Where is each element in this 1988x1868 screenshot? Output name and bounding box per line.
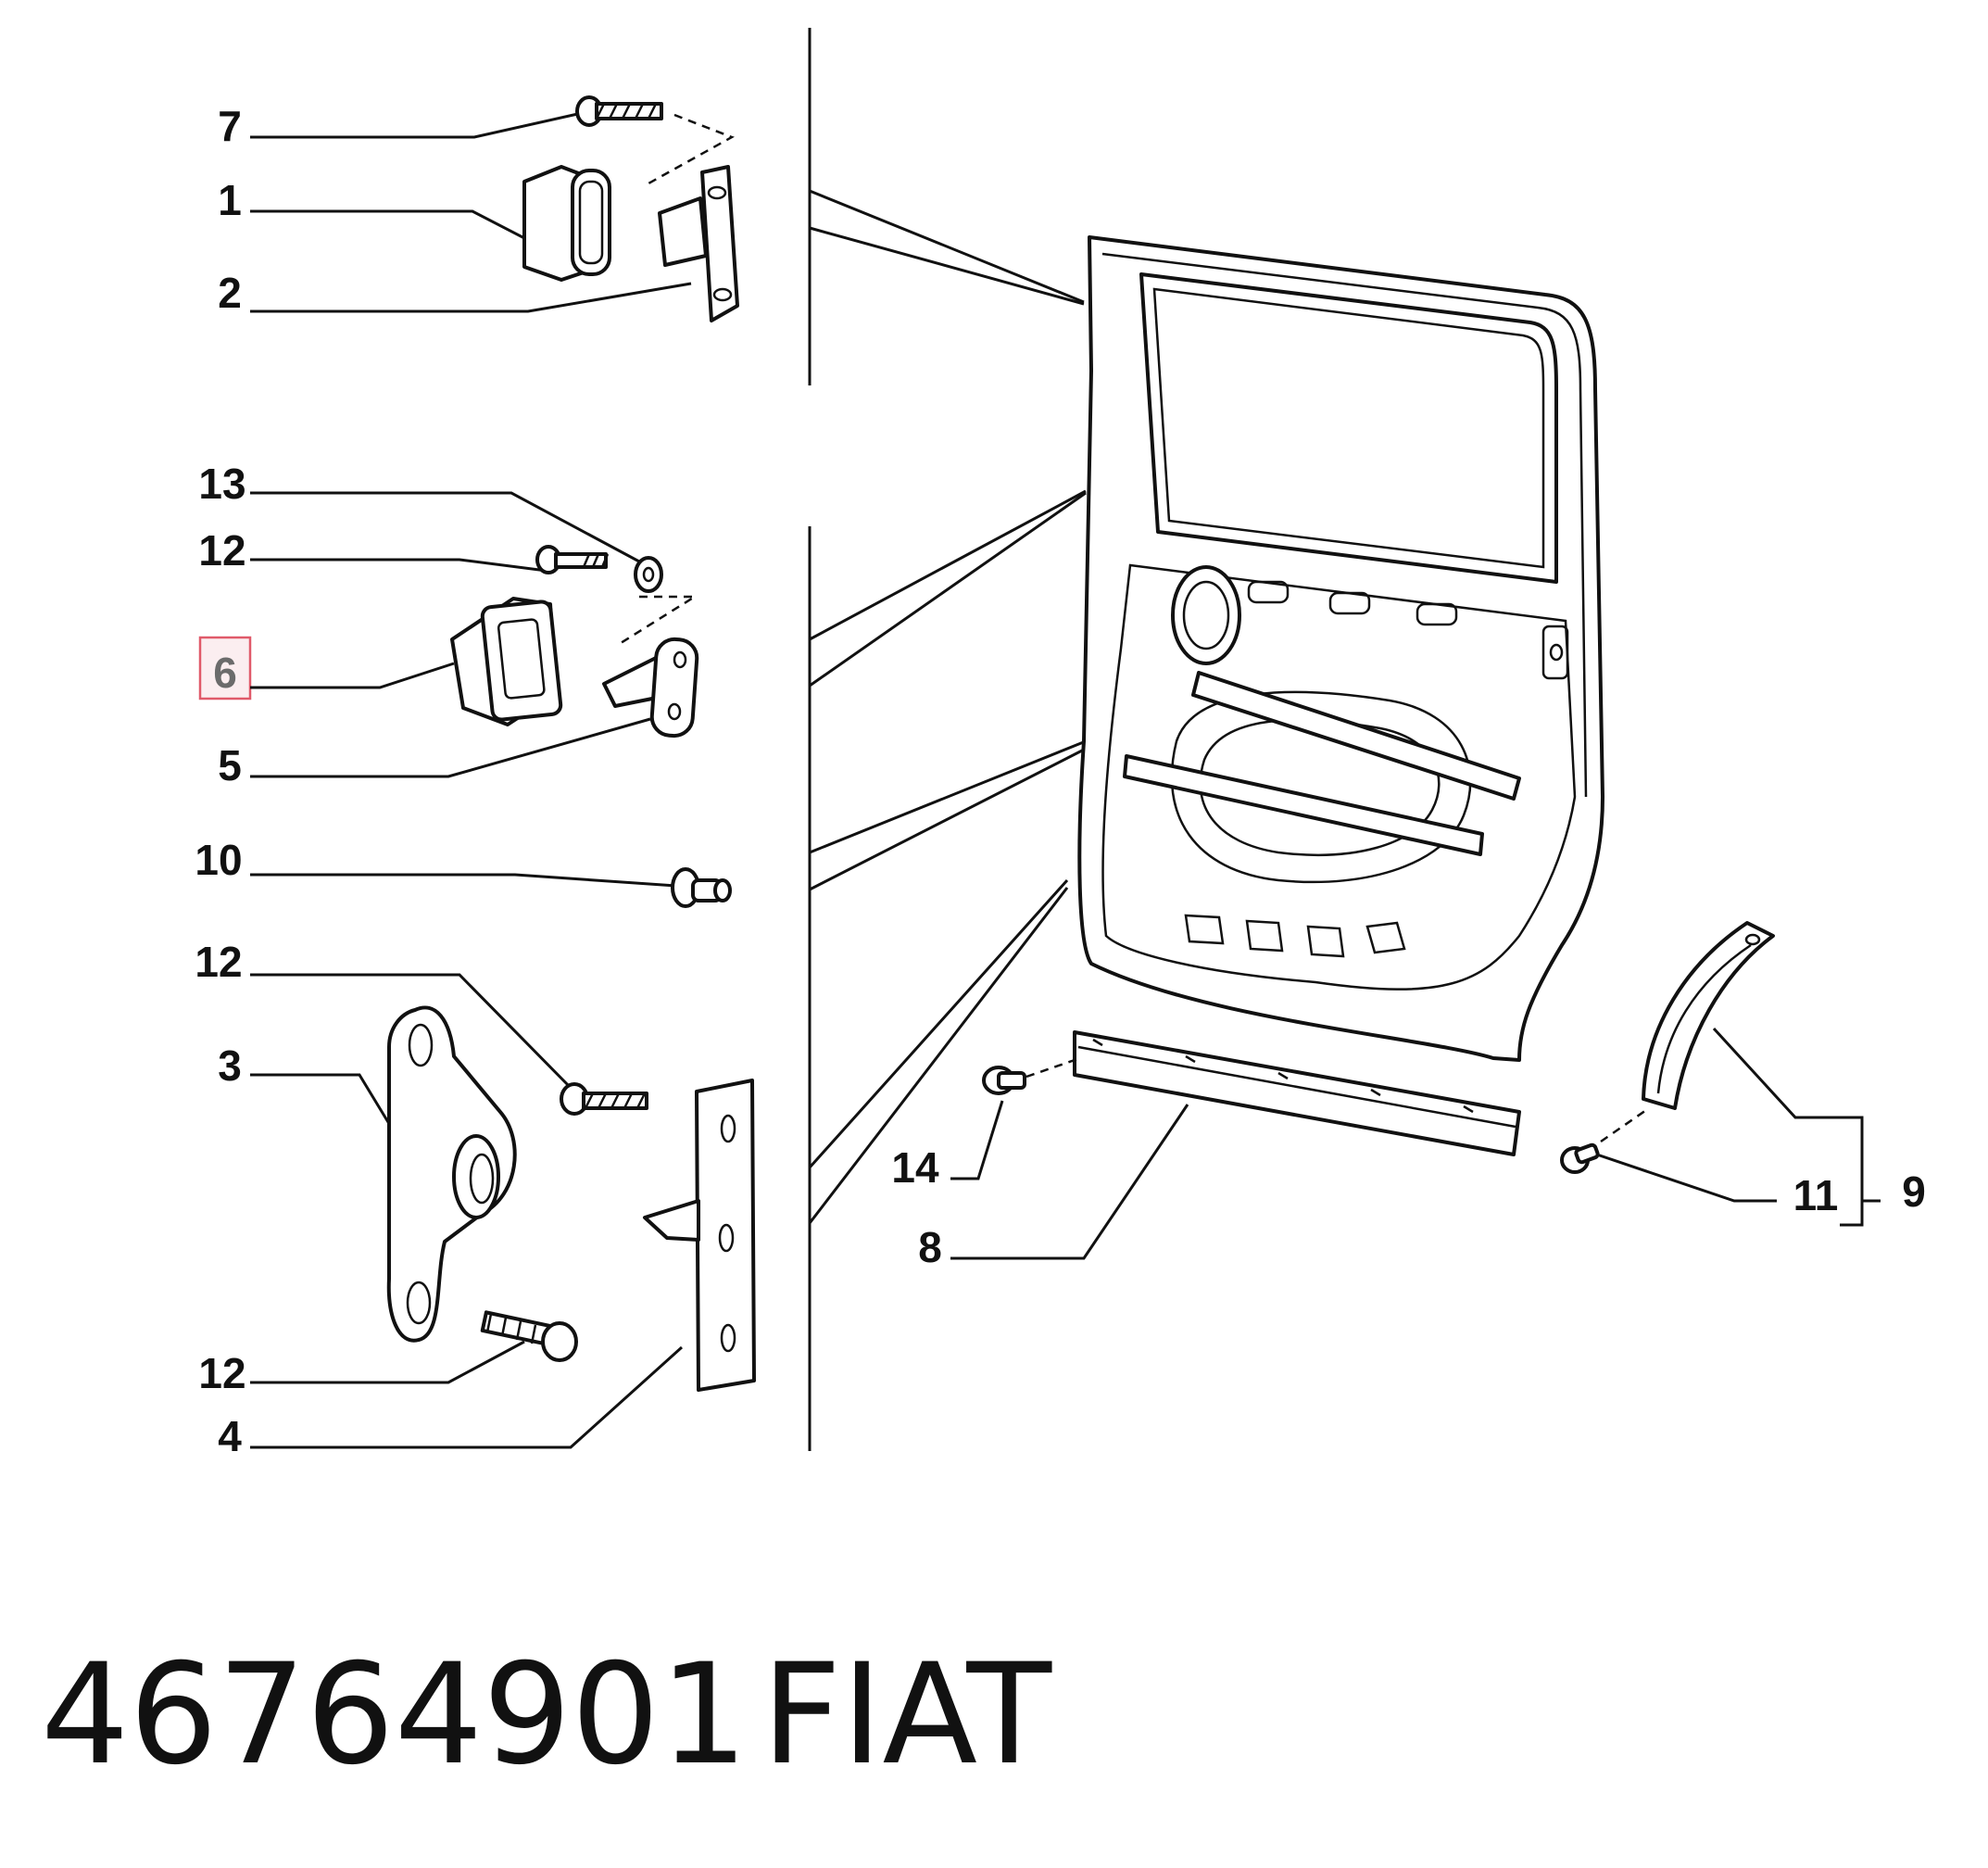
part-1-drawing	[522, 165, 611, 282]
part-2-drawing	[658, 165, 739, 322]
clip-11-drawing	[1560, 1106, 1650, 1174]
callout-5: 5	[218, 741, 242, 789]
callout-13: 13	[198, 460, 245, 508]
callout-4: 4	[218, 1412, 242, 1460]
part-4-drawing	[643, 1079, 756, 1392]
door-panel-drawing	[1077, 235, 1604, 1062]
clip-10-drawing	[671, 867, 732, 908]
callout-3: 3	[218, 1041, 242, 1090]
callout-2: 2	[218, 269, 242, 317]
screw-7-drawing	[575, 95, 735, 185]
divider-lines	[808, 28, 1087, 1451]
part-5-drawing	[602, 637, 699, 738]
callout-7: 7	[218, 102, 242, 150]
callout-11: 11	[1793, 1171, 1839, 1219]
part-9-arch-trim-drawing	[1642, 921, 1775, 1110]
leader-lines	[250, 111, 1881, 1449]
clip-14-drawing	[982, 1056, 1081, 1095]
screw-12-top-drawing	[535, 545, 699, 645]
brand-caption: FIAT	[761, 1634, 1052, 1796]
callout-12-top: 12	[198, 526, 245, 574]
callout-12-bottom: 12	[198, 1349, 245, 1397]
callout-8: 8	[918, 1223, 942, 1271]
callout-6: 6	[213, 649, 237, 697]
screw-12-bottom-drawing	[480, 1310, 578, 1362]
callout-9: 9	[1902, 1168, 1926, 1216]
part-number-caption: 46764901	[41, 1634, 748, 1796]
part-6-drawing	[450, 597, 563, 726]
screw-12-middle-drawing	[560, 1082, 648, 1116]
callout-14: 14	[891, 1143, 939, 1192]
callout-10: 10	[195, 836, 242, 884]
callout-6-highlight-box	[198, 636, 252, 700]
callout-12-middle: 12	[195, 938, 242, 986]
part-3-drawing	[386, 1005, 517, 1343]
callout-1: 1	[218, 176, 242, 224]
